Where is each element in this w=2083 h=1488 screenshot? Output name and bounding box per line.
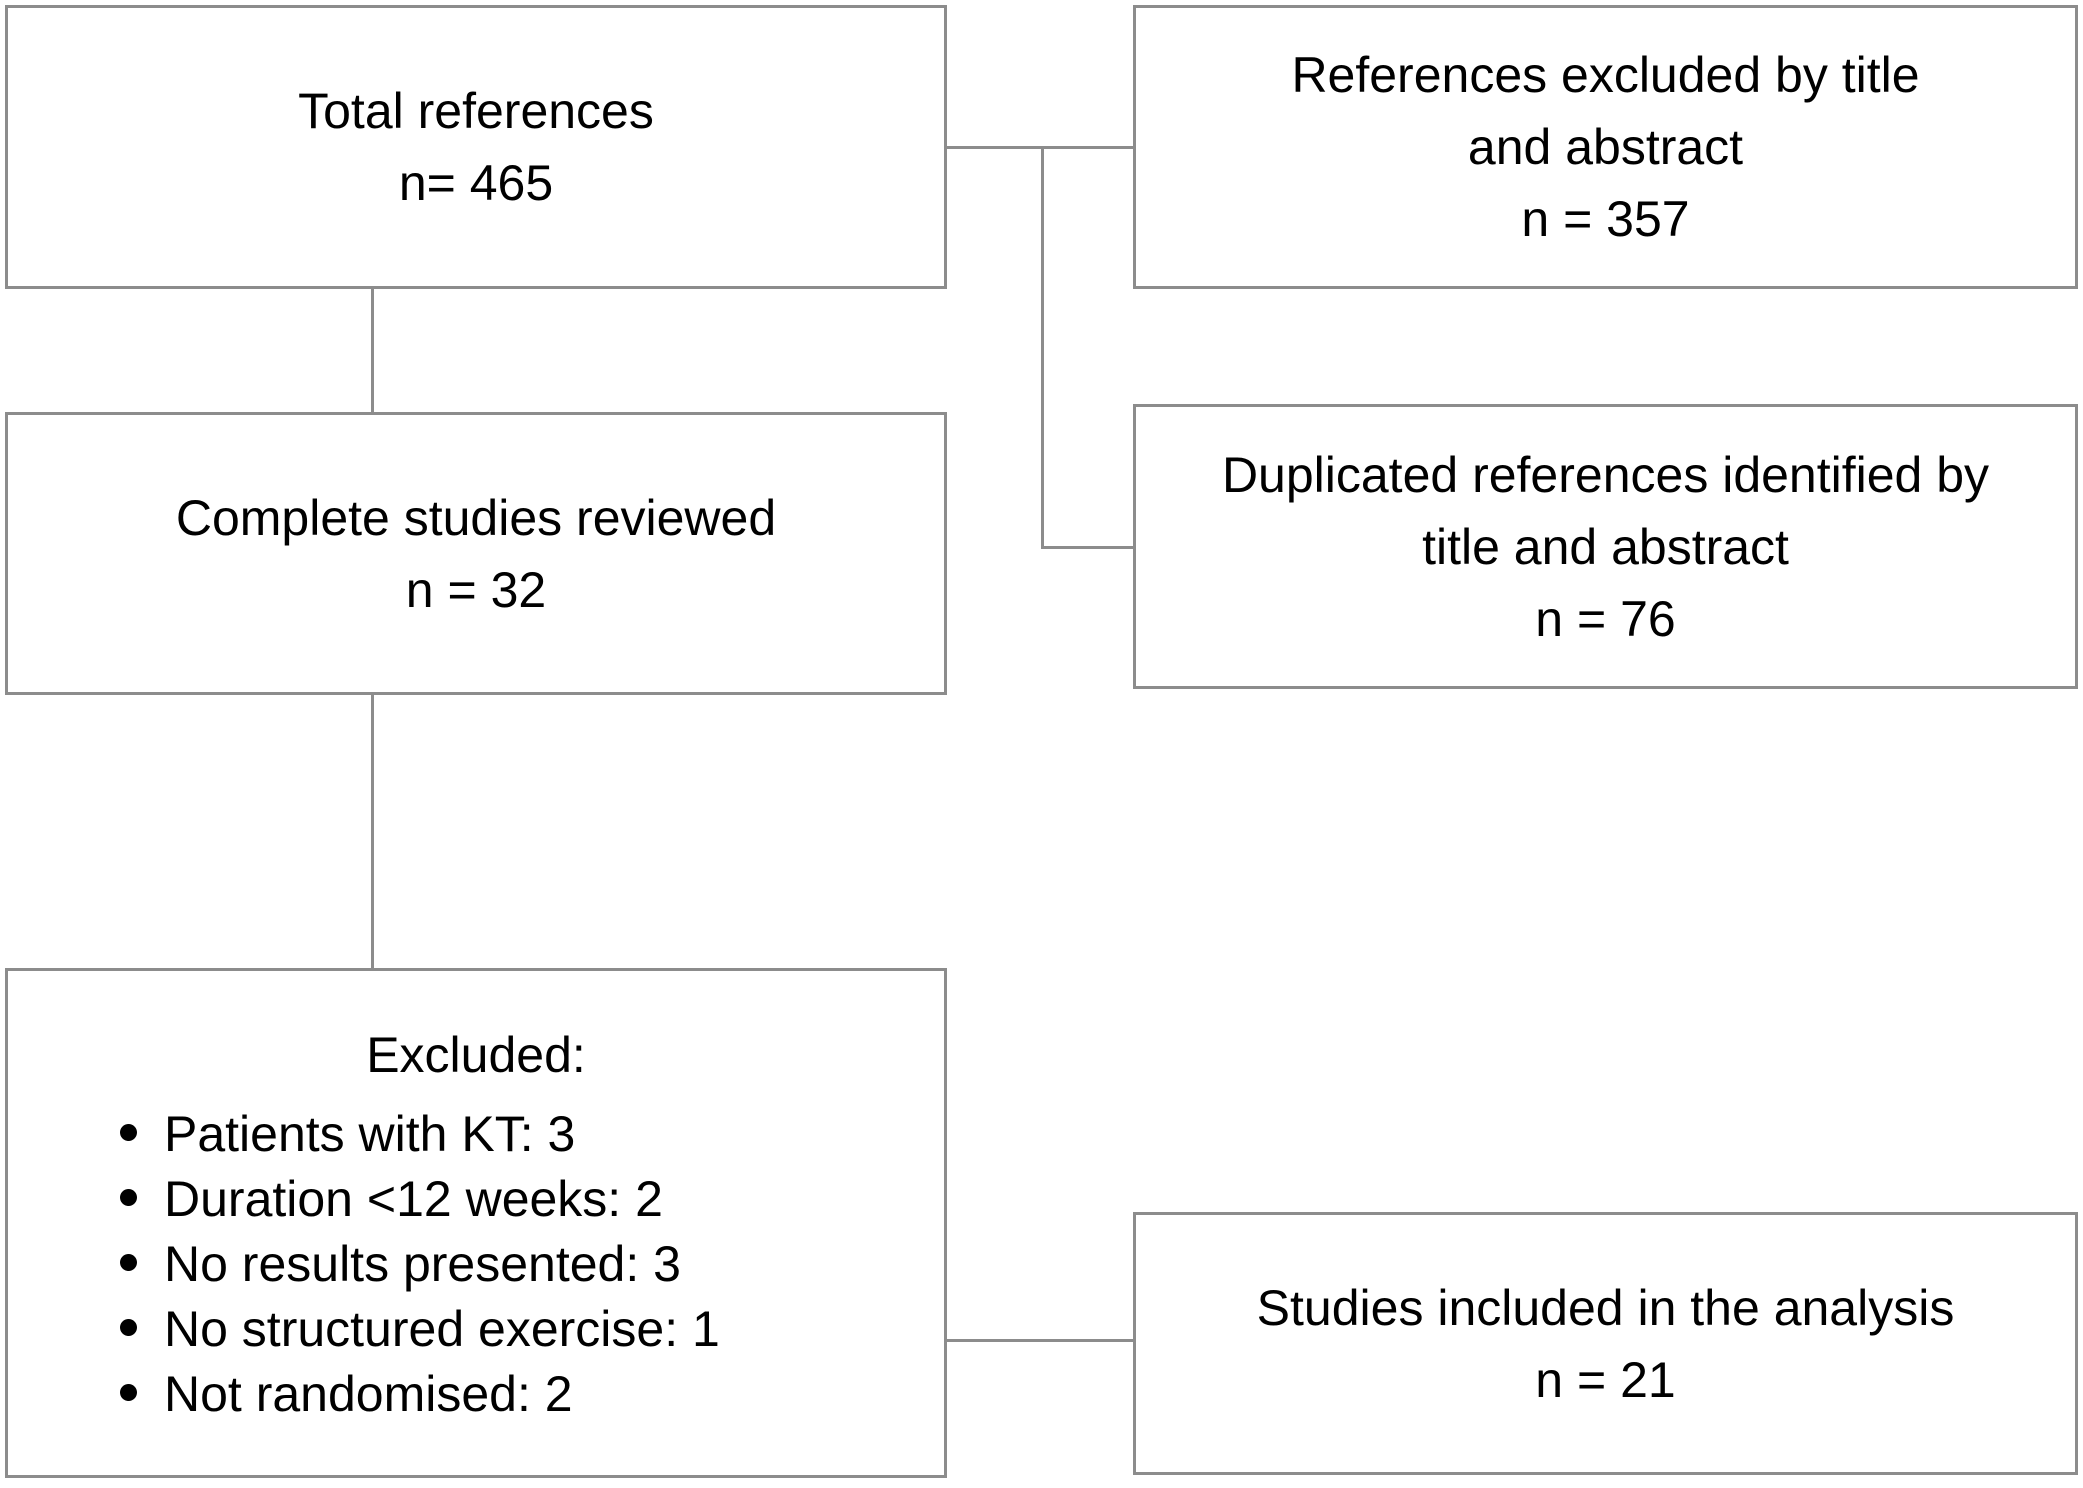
box-total-references: Total references n= 465: [5, 5, 947, 289]
excluded-reasons-list: Patients with KT: 3 Duration <12 weeks: …: [8, 1102, 720, 1427]
excluded-reason-text: Duration <12 weeks: 2: [164, 1171, 663, 1227]
box-duplicated-references-label-line2: title and abstract: [1422, 518, 1789, 575]
bullet-icon: [120, 1319, 137, 1336]
excluded-reason-text: No results presented: 3: [164, 1236, 681, 1292]
list-item: No results presented: 3: [120, 1232, 720, 1297]
list-item: No structured exercise: 1: [120, 1297, 720, 1362]
connector-excluded-to-included: [947, 1339, 1133, 1342]
excluded-reason-text: Not randomised: 2: [164, 1366, 573, 1422]
box-references-excluded: References excluded by title and abstrac…: [1133, 5, 2078, 289]
box-total-references-label: Total references: [298, 83, 654, 139]
connector-total-to-complete: [371, 289, 374, 412]
connector-complete-to-excluded: [371, 695, 374, 968]
box-references-excluded-label-line1: References excluded by title: [1291, 47, 1920, 103]
excluded-reason-text: No structured exercise: 1: [164, 1301, 720, 1357]
connector-branch-down: [1041, 146, 1044, 549]
box-complete-studies: Complete studies reviewed n = 32: [5, 412, 947, 695]
box-references-excluded-label-line2: and abstract: [1467, 119, 1744, 175]
list-item: Patients with KT: 3: [120, 1102, 720, 1167]
box-studies-included-label: Studies included in the analysis: [1256, 1279, 1955, 1336]
box-duplicated-references-count: n = 76: [1535, 590, 1676, 647]
connector-total-to-references-excluded: [947, 146, 1133, 149]
bullet-icon: [120, 1254, 137, 1271]
box-total-references-count: n= 465: [398, 155, 554, 211]
bullet-icon: [120, 1124, 137, 1141]
connector-branch-to-duplicated: [1041, 546, 1133, 549]
bullet-icon: [120, 1384, 137, 1401]
box-studies-included: Studies included in the analysis n = 21: [1133, 1212, 2078, 1475]
box-excluded-title: Excluded:: [366, 1027, 586, 1083]
box-excluded-reasons: Excluded: Patients with KT: 3 Duration <…: [5, 968, 947, 1478]
bullet-icon: [120, 1189, 137, 1206]
box-complete-studies-label: Complete studies reviewed: [175, 489, 777, 546]
box-duplicated-references: Duplicated references identified by titl…: [1133, 404, 2078, 689]
list-item: Duration <12 weeks: 2: [120, 1167, 720, 1232]
box-duplicated-references-label-line1: Duplicated references identified by: [1221, 446, 1990, 503]
box-complete-studies-count: n = 32: [405, 561, 547, 618]
excluded-reason-text: Patients with KT: 3: [164, 1106, 576, 1162]
box-references-excluded-count: n = 357: [1521, 191, 1690, 247]
box-studies-included-count: n = 21: [1535, 1351, 1676, 1408]
list-item: Not randomised: 2: [120, 1362, 720, 1427]
